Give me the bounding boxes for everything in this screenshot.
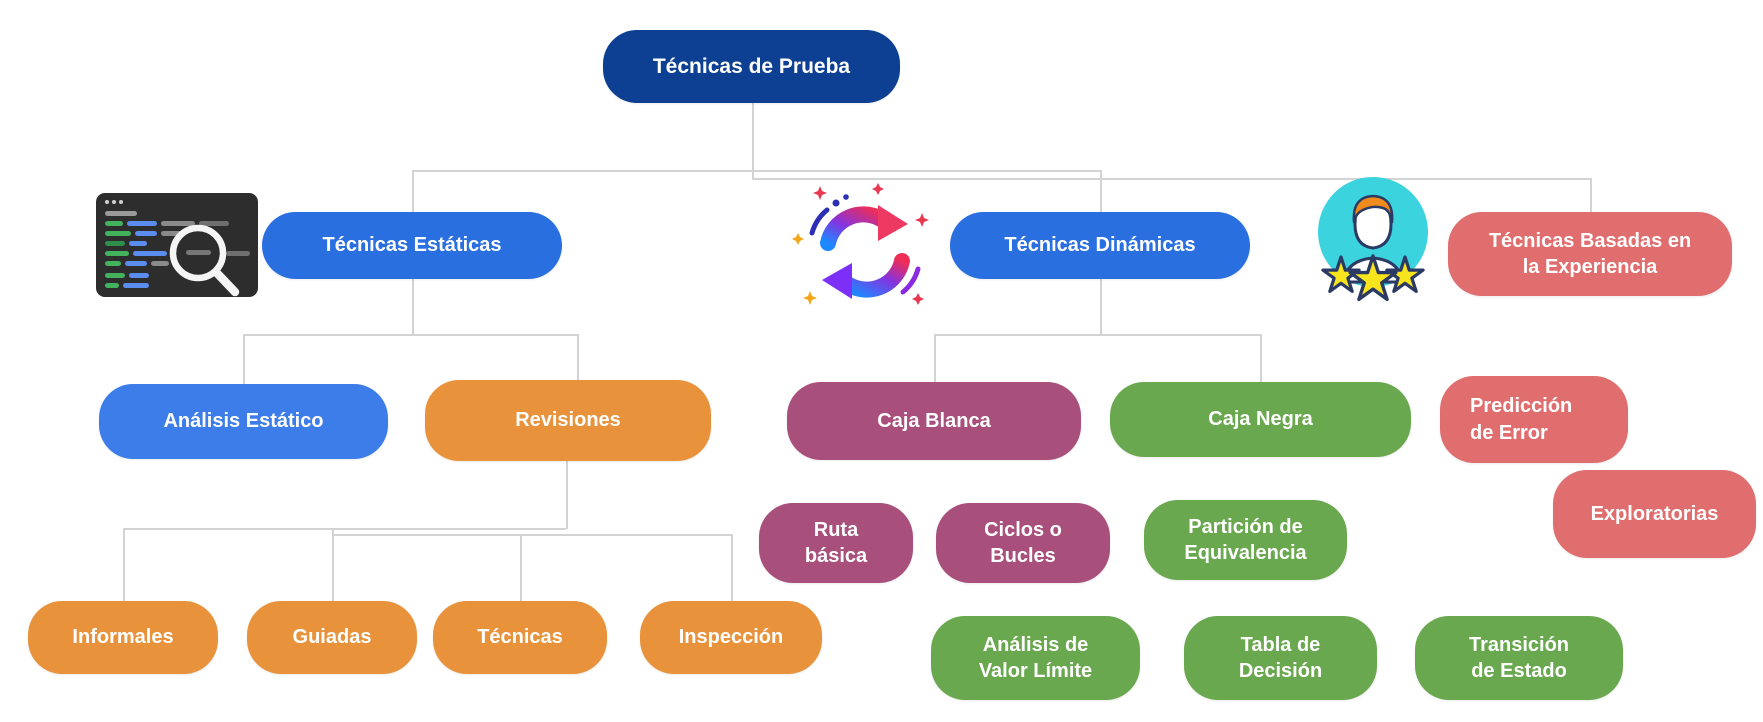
node-label: Técnicas Basadas en la Experiencia	[1488, 229, 1692, 278]
connector-line	[412, 170, 1100, 172]
node-informales[interactable]: Informales	[28, 601, 218, 674]
sync-arrows-sparkles-icon[interactable]	[790, 178, 942, 322]
node-label: Análisis de Valor Límite	[978, 633, 1093, 682]
connector-line	[731, 534, 733, 601]
connector-line	[123, 528, 566, 530]
node-label: Informales	[72, 626, 174, 649]
node-label: Técnicas	[477, 626, 563, 649]
node-tecnicas-estaticas[interactable]: Técnicas Estáticas	[262, 212, 562, 279]
node-tecnicas[interactable]: Técnicas	[433, 601, 607, 674]
node-label: Tabla de Decisión	[1238, 633, 1323, 682]
connector-line	[412, 279, 414, 335]
connector-line	[520, 534, 522, 601]
node-prediccion-de-error[interactable]: Predicción de Error	[1440, 376, 1628, 463]
node-label: Técnicas Dinámicas	[1004, 234, 1196, 257]
node-label: Ciclos o Bucles	[984, 518, 1062, 567]
node-transicion-de-estado[interactable]: Transición de Estado	[1415, 616, 1623, 700]
connector-line	[243, 334, 245, 384]
connector-line	[752, 178, 1590, 180]
node-label: Caja Negra	[1208, 408, 1313, 431]
connector-line	[1100, 279, 1102, 335]
node-particion-de-equivalencia[interactable]: Partición de Equivalencia	[1144, 500, 1347, 580]
node-label: Transición de Estado	[1468, 633, 1570, 682]
node-revisiones[interactable]: Revisiones	[425, 380, 711, 461]
connector-line	[1590, 178, 1592, 212]
node-analisis-de-valor-limite[interactable]: Análisis de Valor Límite	[931, 616, 1140, 700]
node-caja-negra[interactable]: Caja Negra	[1110, 382, 1411, 457]
node-ruta-basica[interactable]: Ruta básica	[759, 503, 913, 583]
connector-line	[577, 334, 579, 380]
node-inspeccion[interactable]: Inspección	[640, 601, 822, 674]
node-label: Ruta básica	[804, 518, 868, 567]
node-tecnicas-dinamicas[interactable]: Técnicas Dinámicas	[950, 212, 1250, 279]
node-label: Predicción de Error	[1470, 395, 1573, 444]
node-tabla-de-decision[interactable]: Tabla de Decisión	[1184, 616, 1377, 700]
node-label: Caja Blanca	[877, 409, 991, 432]
code-editor-search-icon[interactable]	[96, 193, 258, 297]
connector-line	[1100, 170, 1102, 212]
connector-line	[332, 528, 334, 601]
avatar-three-stars-icon[interactable]	[1297, 172, 1447, 304]
node-analisis-estatico[interactable]: Análisis Estático	[99, 384, 388, 459]
node-tecnicas-de-prueba[interactable]: Técnicas de Prueba	[603, 30, 900, 103]
connector-line	[332, 534, 731, 536]
node-label: Técnicas de Prueba	[652, 54, 851, 78]
node-tecnicas-basadas-experiencia[interactable]: Técnicas Basadas en la Experiencia	[1448, 212, 1732, 296]
connector-line	[1260, 334, 1262, 382]
connector-line	[752, 103, 754, 179]
node-label: Técnicas Estáticas	[322, 234, 502, 257]
connector-line	[934, 334, 1260, 336]
node-label: Guiadas	[292, 626, 372, 649]
connector-line	[123, 528, 125, 601]
connector-line	[934, 334, 936, 382]
node-label: Inspección	[678, 626, 784, 649]
connector-line	[412, 170, 414, 212]
connector-line	[243, 334, 577, 336]
node-ciclos-o-bucles[interactable]: Ciclos o Bucles	[936, 503, 1110, 583]
node-guiadas[interactable]: Guiadas	[247, 601, 417, 674]
node-label: Análisis Estático	[163, 410, 324, 433]
node-caja-blanca[interactable]: Caja Blanca	[787, 382, 1081, 460]
node-label: Revisiones	[515, 409, 621, 432]
connector-line	[566, 461, 568, 529]
node-label: Exploratorias	[1590, 502, 1719, 525]
node-exploratorias[interactable]: Exploratorias	[1553, 470, 1756, 558]
node-label: Partición de Equivalencia	[1184, 515, 1307, 564]
